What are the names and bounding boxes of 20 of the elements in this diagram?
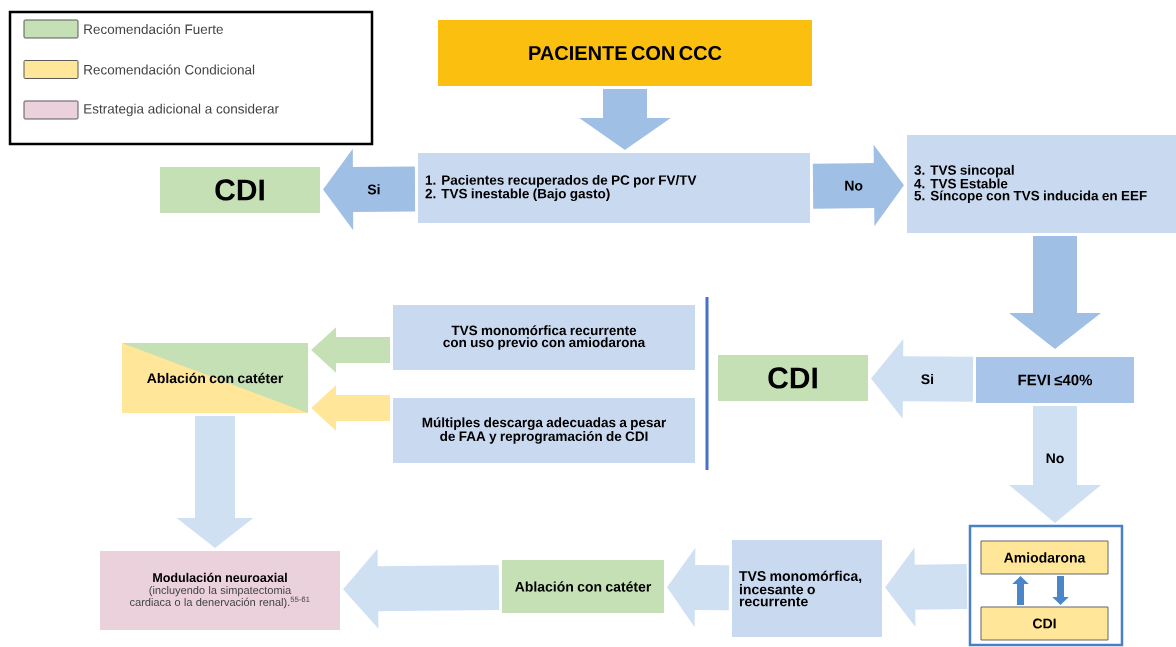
condition-box: TVS monomórfica, incesante o recurrente: [732, 540, 882, 637]
treatment-box: CDI: [980, 606, 1109, 641]
edge-label: Si: [365, 182, 383, 197]
strategy-box: Modulación neuroaxial (incluyendo la simpatectomia cardiaca o la denervación renal).$^{55-61}$: [100, 551, 340, 630]
condition-box: Múltiples descarga adecuadas a pesar de FAA y reprogramación de CDI: [393, 398, 695, 463]
legend-label: Estrategia adicional a considerar: [84, 103, 279, 117]
condition-box: FEVI ≤40%: [976, 357, 1134, 403]
title-box: PACIENTE CON CCC: [438, 20, 812, 86]
condition-box: 3. TVS sincopal 4. TVS Estable 5. Síncope con TVS inducida en EEF: [907, 135, 1176, 233]
treatment-box: Ablación con catéter: [122, 343, 308, 413]
legend-label: Recomendación Condicional: [84, 64, 255, 75]
condition-box: TVS monomórfica recurrente con uso previo con amiodarona: [393, 305, 695, 370]
group-box: [968, 524, 1124, 647]
edge-label: No: [1043, 451, 1067, 466]
treatment-box: CDI: [160, 167, 320, 213]
condition-box: 1. Pacientes recuperados de PC por FV/TV 2. TVS inestable (Bajo gasto): [418, 153, 810, 223]
treatment-box: Amiodarona: [980, 540, 1109, 575]
legend-label: Recomendación Fuerte: [84, 23, 223, 35]
treatment-box: CDI: [718, 355, 868, 401]
treatment-box: Ablación con catéter: [502, 560, 664, 613]
